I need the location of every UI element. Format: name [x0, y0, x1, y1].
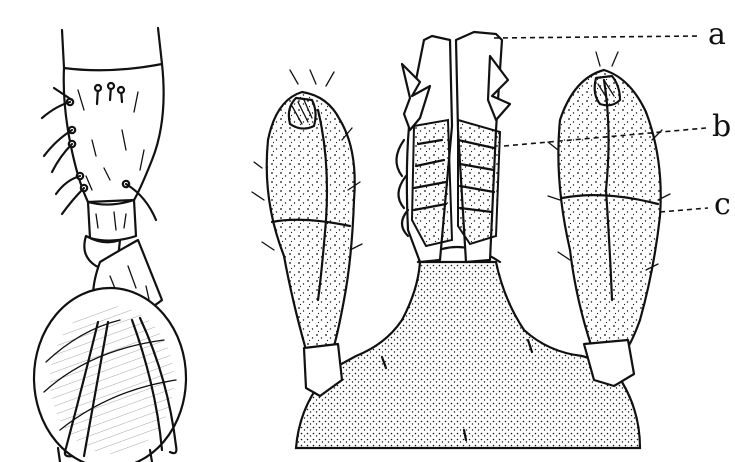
leader-line-c	[660, 208, 708, 212]
left-leg-segment	[34, 28, 186, 462]
label-b: b	[712, 109, 731, 144]
label-a: a	[708, 17, 726, 52]
left-palp	[252, 70, 362, 396]
leader-line-a	[494, 36, 700, 38]
label-c: c	[714, 187, 731, 222]
right-palp	[548, 52, 670, 386]
chelicerae	[396, 32, 510, 262]
